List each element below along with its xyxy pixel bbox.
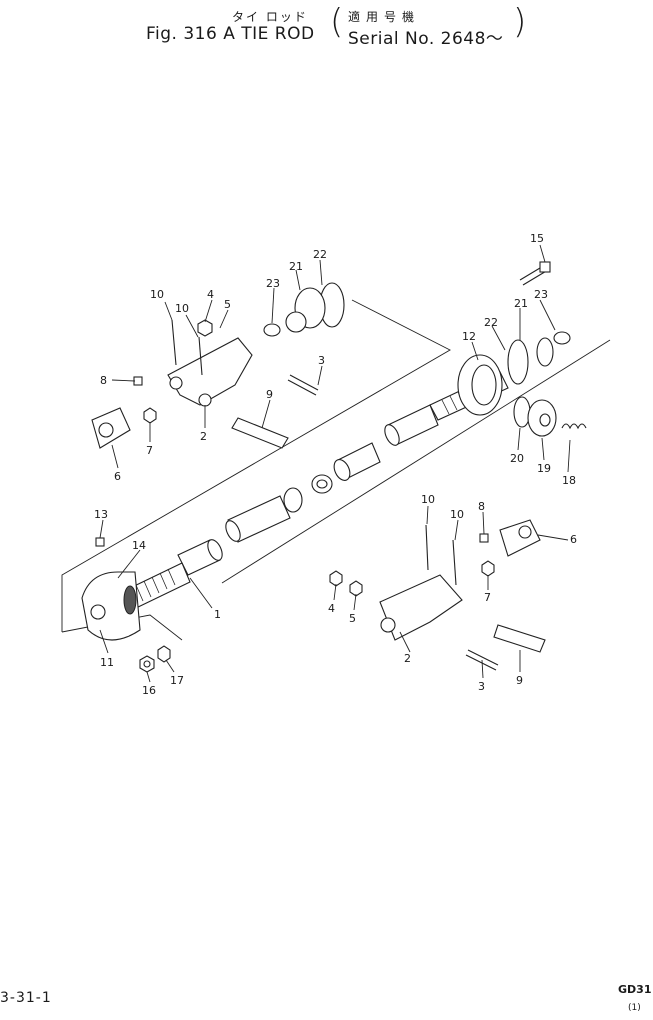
- callout-6: 6: [114, 470, 121, 483]
- serial-label: Serial No. 2648～: [348, 29, 504, 49]
- callout-10: 10: [150, 288, 164, 301]
- right-end-assembly: [457, 261, 587, 437]
- left-end-assembly: [81, 537, 171, 673]
- callout-10: 10: [421, 493, 435, 506]
- callout-21: 21: [514, 297, 528, 310]
- callout-2: 2: [404, 652, 411, 665]
- callout-4: 4: [207, 288, 214, 301]
- drawing-code: GD31: [618, 983, 652, 996]
- callout-7: 7: [146, 444, 153, 457]
- callout-numbers: 1 2 2 3 3 4 4 5 5 6 6 7 7 8 8 9 9 10 10 …: [94, 232, 577, 697]
- callout-10: 10: [450, 508, 464, 521]
- callout-19: 19: [537, 462, 551, 475]
- callout-5: 5: [224, 298, 231, 311]
- callout-21: 21: [289, 260, 303, 273]
- callout-22: 22: [313, 248, 327, 261]
- callout-23: 23: [534, 288, 548, 301]
- callout-16: 16: [142, 684, 156, 697]
- callout-23: 23: [266, 277, 280, 290]
- figure-title: Fig. 316 A TIE ROD: [146, 24, 315, 44]
- callout-9: 9: [516, 674, 523, 687]
- lower-right-yoke-assembly: [329, 519, 546, 671]
- callout-8: 8: [478, 500, 485, 513]
- upper-left-yoke-assembly: [91, 282, 345, 449]
- callout-2: 2: [200, 430, 207, 443]
- callout-3: 3: [318, 354, 325, 367]
- callout-3: 3: [478, 680, 485, 693]
- callout-5: 5: [349, 612, 356, 625]
- callout-9: 9: [266, 388, 273, 401]
- callout-10: 10: [175, 302, 189, 315]
- callout-8: 8: [100, 374, 107, 387]
- callout-14: 14: [132, 539, 146, 552]
- sheet-number: (1): [628, 1003, 641, 1013]
- callout-11: 11: [100, 656, 114, 669]
- callout-20: 20: [510, 452, 524, 465]
- japanese-title: タイ ロッド: [232, 10, 308, 24]
- callout-leader-lines: [99, 244, 571, 683]
- callout-4: 4: [328, 602, 335, 615]
- page-code: 3-31-1: [0, 990, 52, 1006]
- tie-rod-shaft: [125, 371, 509, 610]
- paren-open: (: [330, 2, 344, 42]
- callout-13: 13: [94, 508, 108, 521]
- callout-1: 1: [214, 608, 221, 621]
- callout-18: 18: [562, 474, 576, 487]
- callout-22: 22: [484, 316, 498, 329]
- paren-close: ): [513, 2, 527, 42]
- japanese-serial-label: 適用号機: [348, 10, 421, 24]
- callout-7: 7: [484, 591, 491, 604]
- callout-15: 15: [530, 232, 544, 245]
- callout-17: 17: [170, 674, 184, 687]
- callout-6: 6: [570, 533, 577, 546]
- callout-12: 12: [462, 330, 476, 343]
